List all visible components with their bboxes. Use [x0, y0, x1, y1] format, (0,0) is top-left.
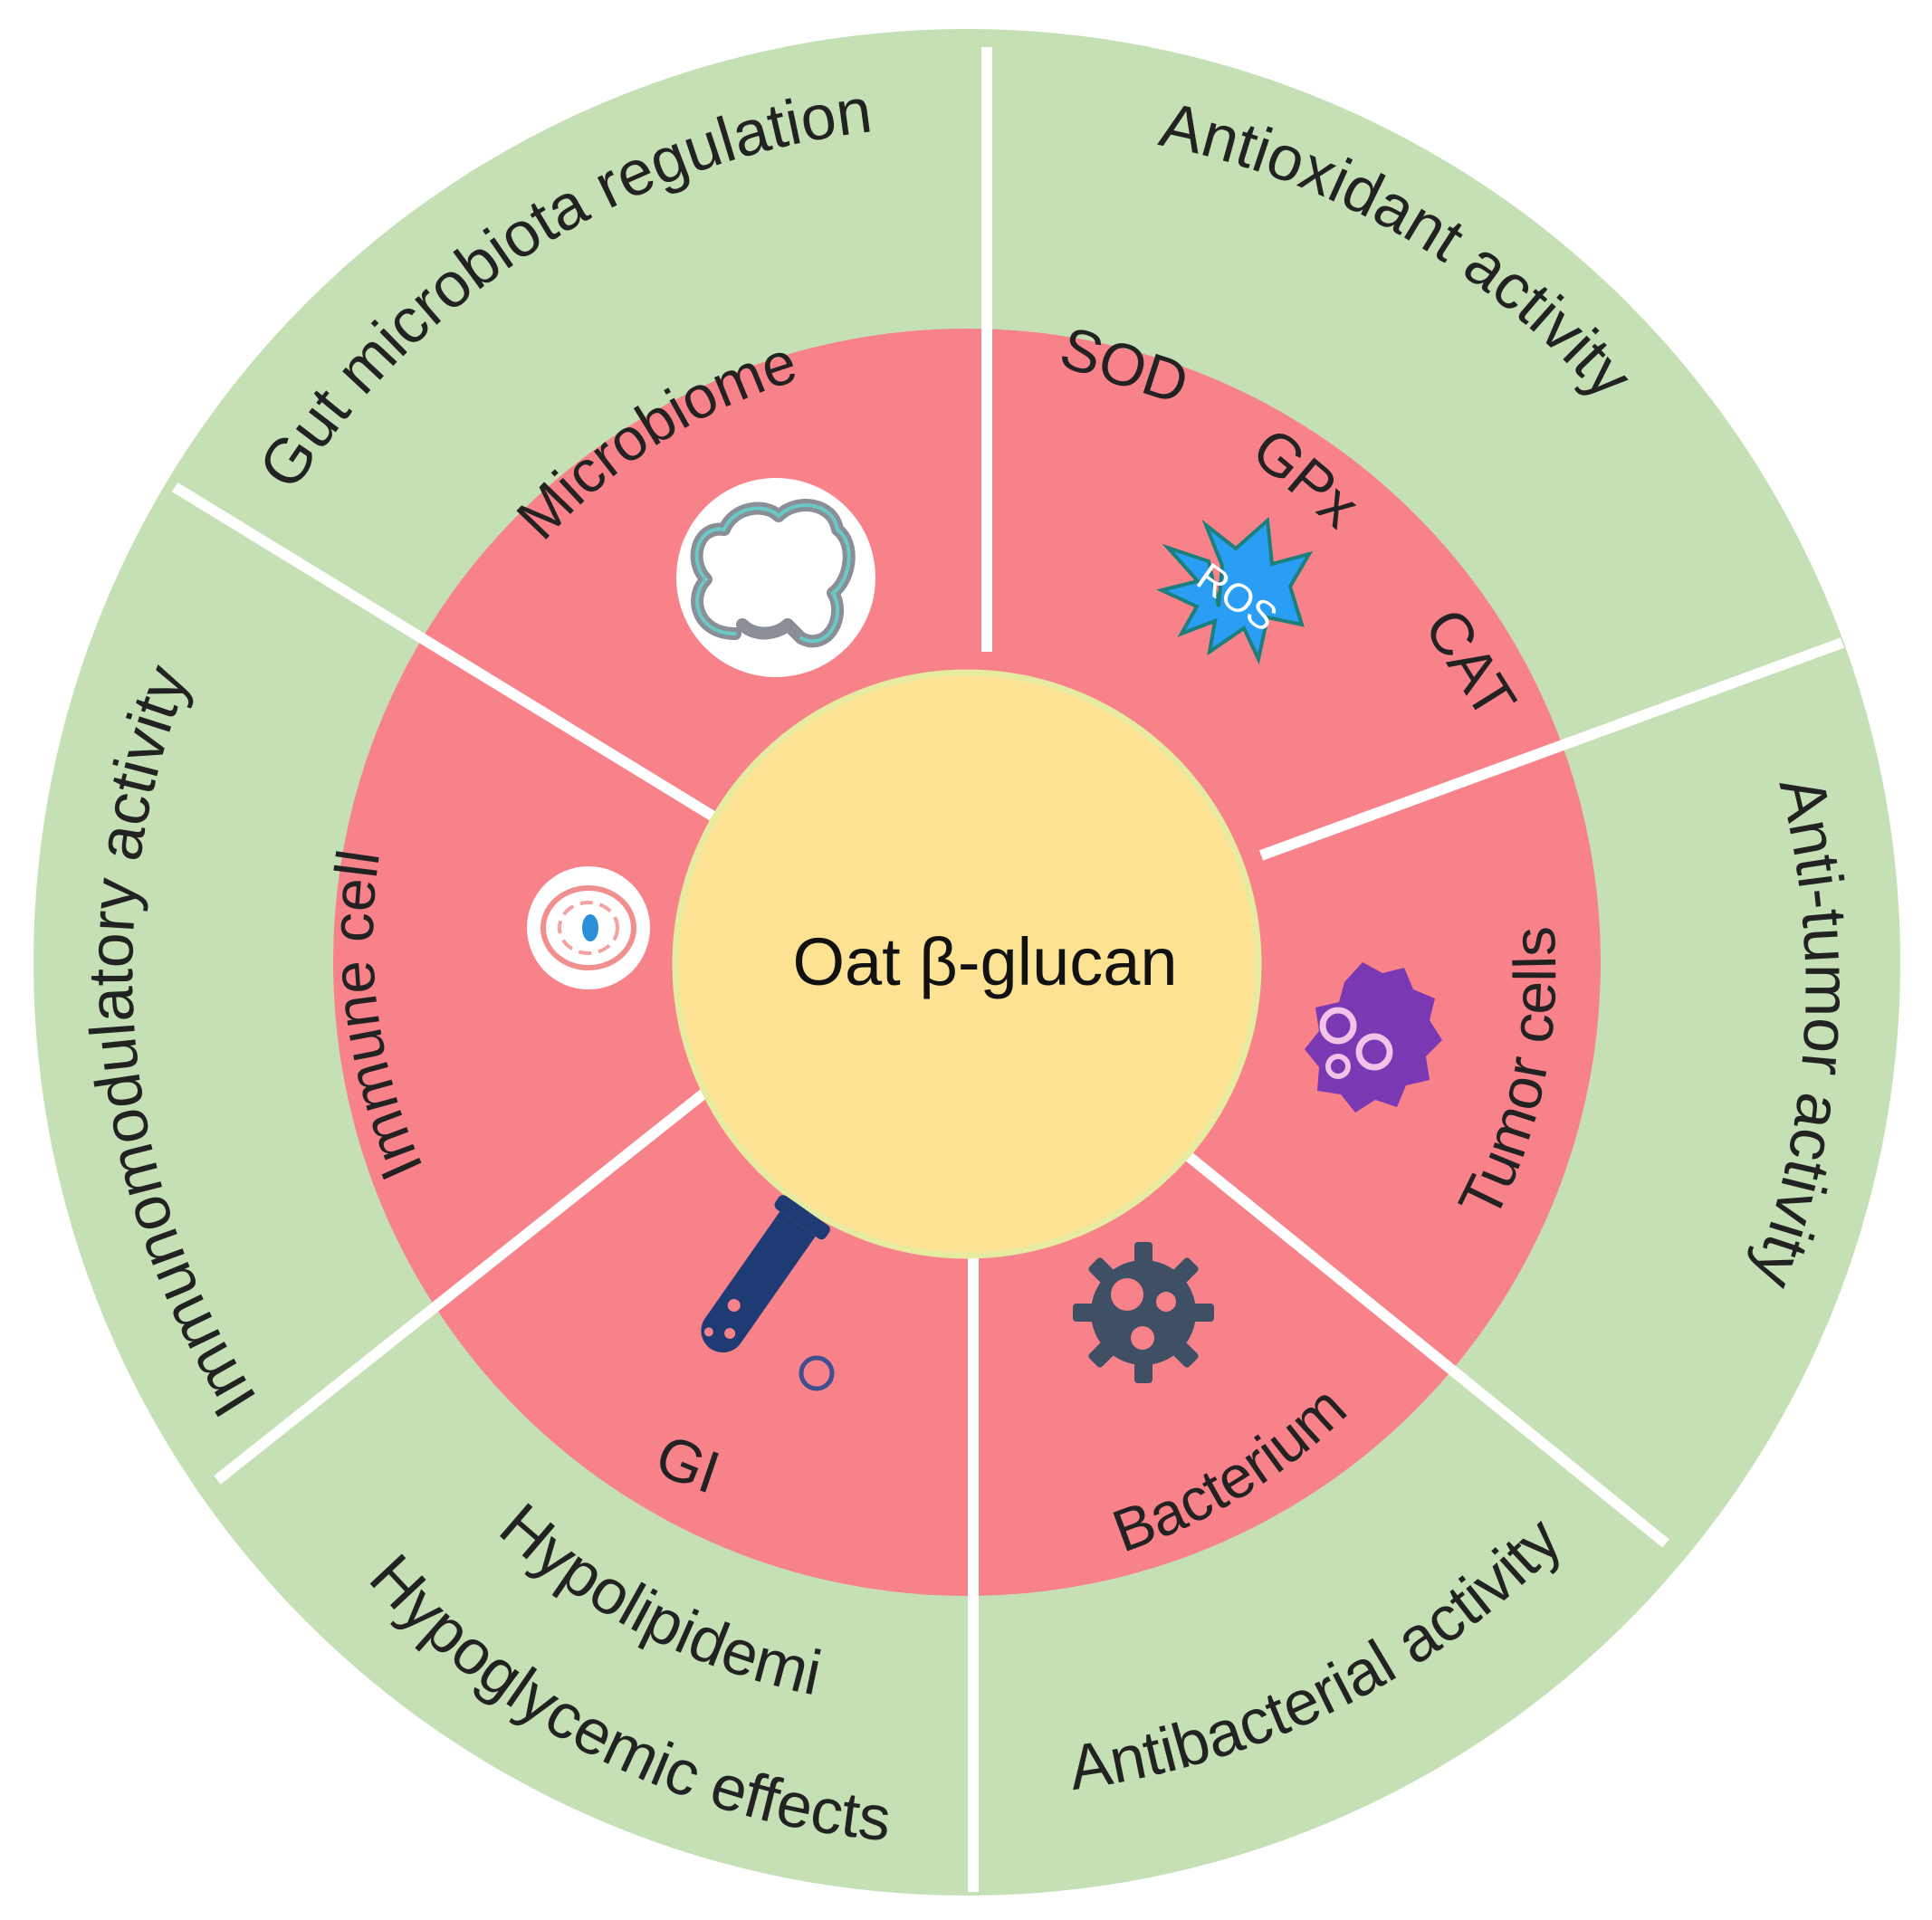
intestine-lining — [694, 503, 851, 644]
tumor-nucleus — [1325, 1054, 1351, 1079]
droplet — [799, 1355, 835, 1391]
divider-line — [1258, 637, 1845, 861]
immune-cell-icon — [527, 866, 650, 989]
divider-line — [171, 482, 722, 825]
center-label: Oat β-glucan — [792, 924, 1177, 999]
bacterium-icon — [1073, 1242, 1214, 1383]
tube-body — [701, 1211, 816, 1353]
ros-burst-icon: ROS — [1156, 516, 1314, 665]
bacterium-spike — [1189, 1304, 1214, 1322]
bacterium-spike — [1134, 1358, 1153, 1383]
tumor-nucleus — [1355, 1033, 1393, 1071]
bacterium-spike — [1134, 1242, 1153, 1267]
bacterium-spot — [1156, 1292, 1176, 1312]
bacterium-spot — [1131, 1326, 1154, 1350]
ros-burst-shape — [1156, 516, 1314, 665]
immune-cell-nucleus — [582, 914, 598, 941]
bacterium-spikes — [1073, 1242, 1214, 1383]
tumor-cell-icon — [1305, 962, 1442, 1113]
immune-cell-membrane — [540, 885, 636, 970]
bacterium-spike — [1170, 1257, 1199, 1286]
divider-line — [214, 1073, 728, 1485]
immune-cell-inner — [558, 901, 619, 955]
bacterium-spike — [1088, 1257, 1117, 1286]
segment-dividers — [171, 47, 1845, 1892]
bacterium-spot — [1111, 1278, 1143, 1311]
center-circle — [672, 669, 1262, 1259]
bacterium-spike — [1170, 1339, 1199, 1368]
intestine-icon — [676, 478, 875, 677]
bacterium-spike — [1073, 1304, 1098, 1322]
tumor-nucleus — [1319, 1007, 1357, 1045]
divider-line — [1182, 1150, 1669, 1548]
tube-cap — [774, 1195, 830, 1240]
tube-bubble — [724, 1328, 736, 1340]
tube-bubble — [703, 1327, 713, 1337]
bacterium-spike — [1088, 1339, 1117, 1368]
test-tube-icon — [701, 1195, 835, 1391]
tube-bubble — [727, 1299, 741, 1313]
